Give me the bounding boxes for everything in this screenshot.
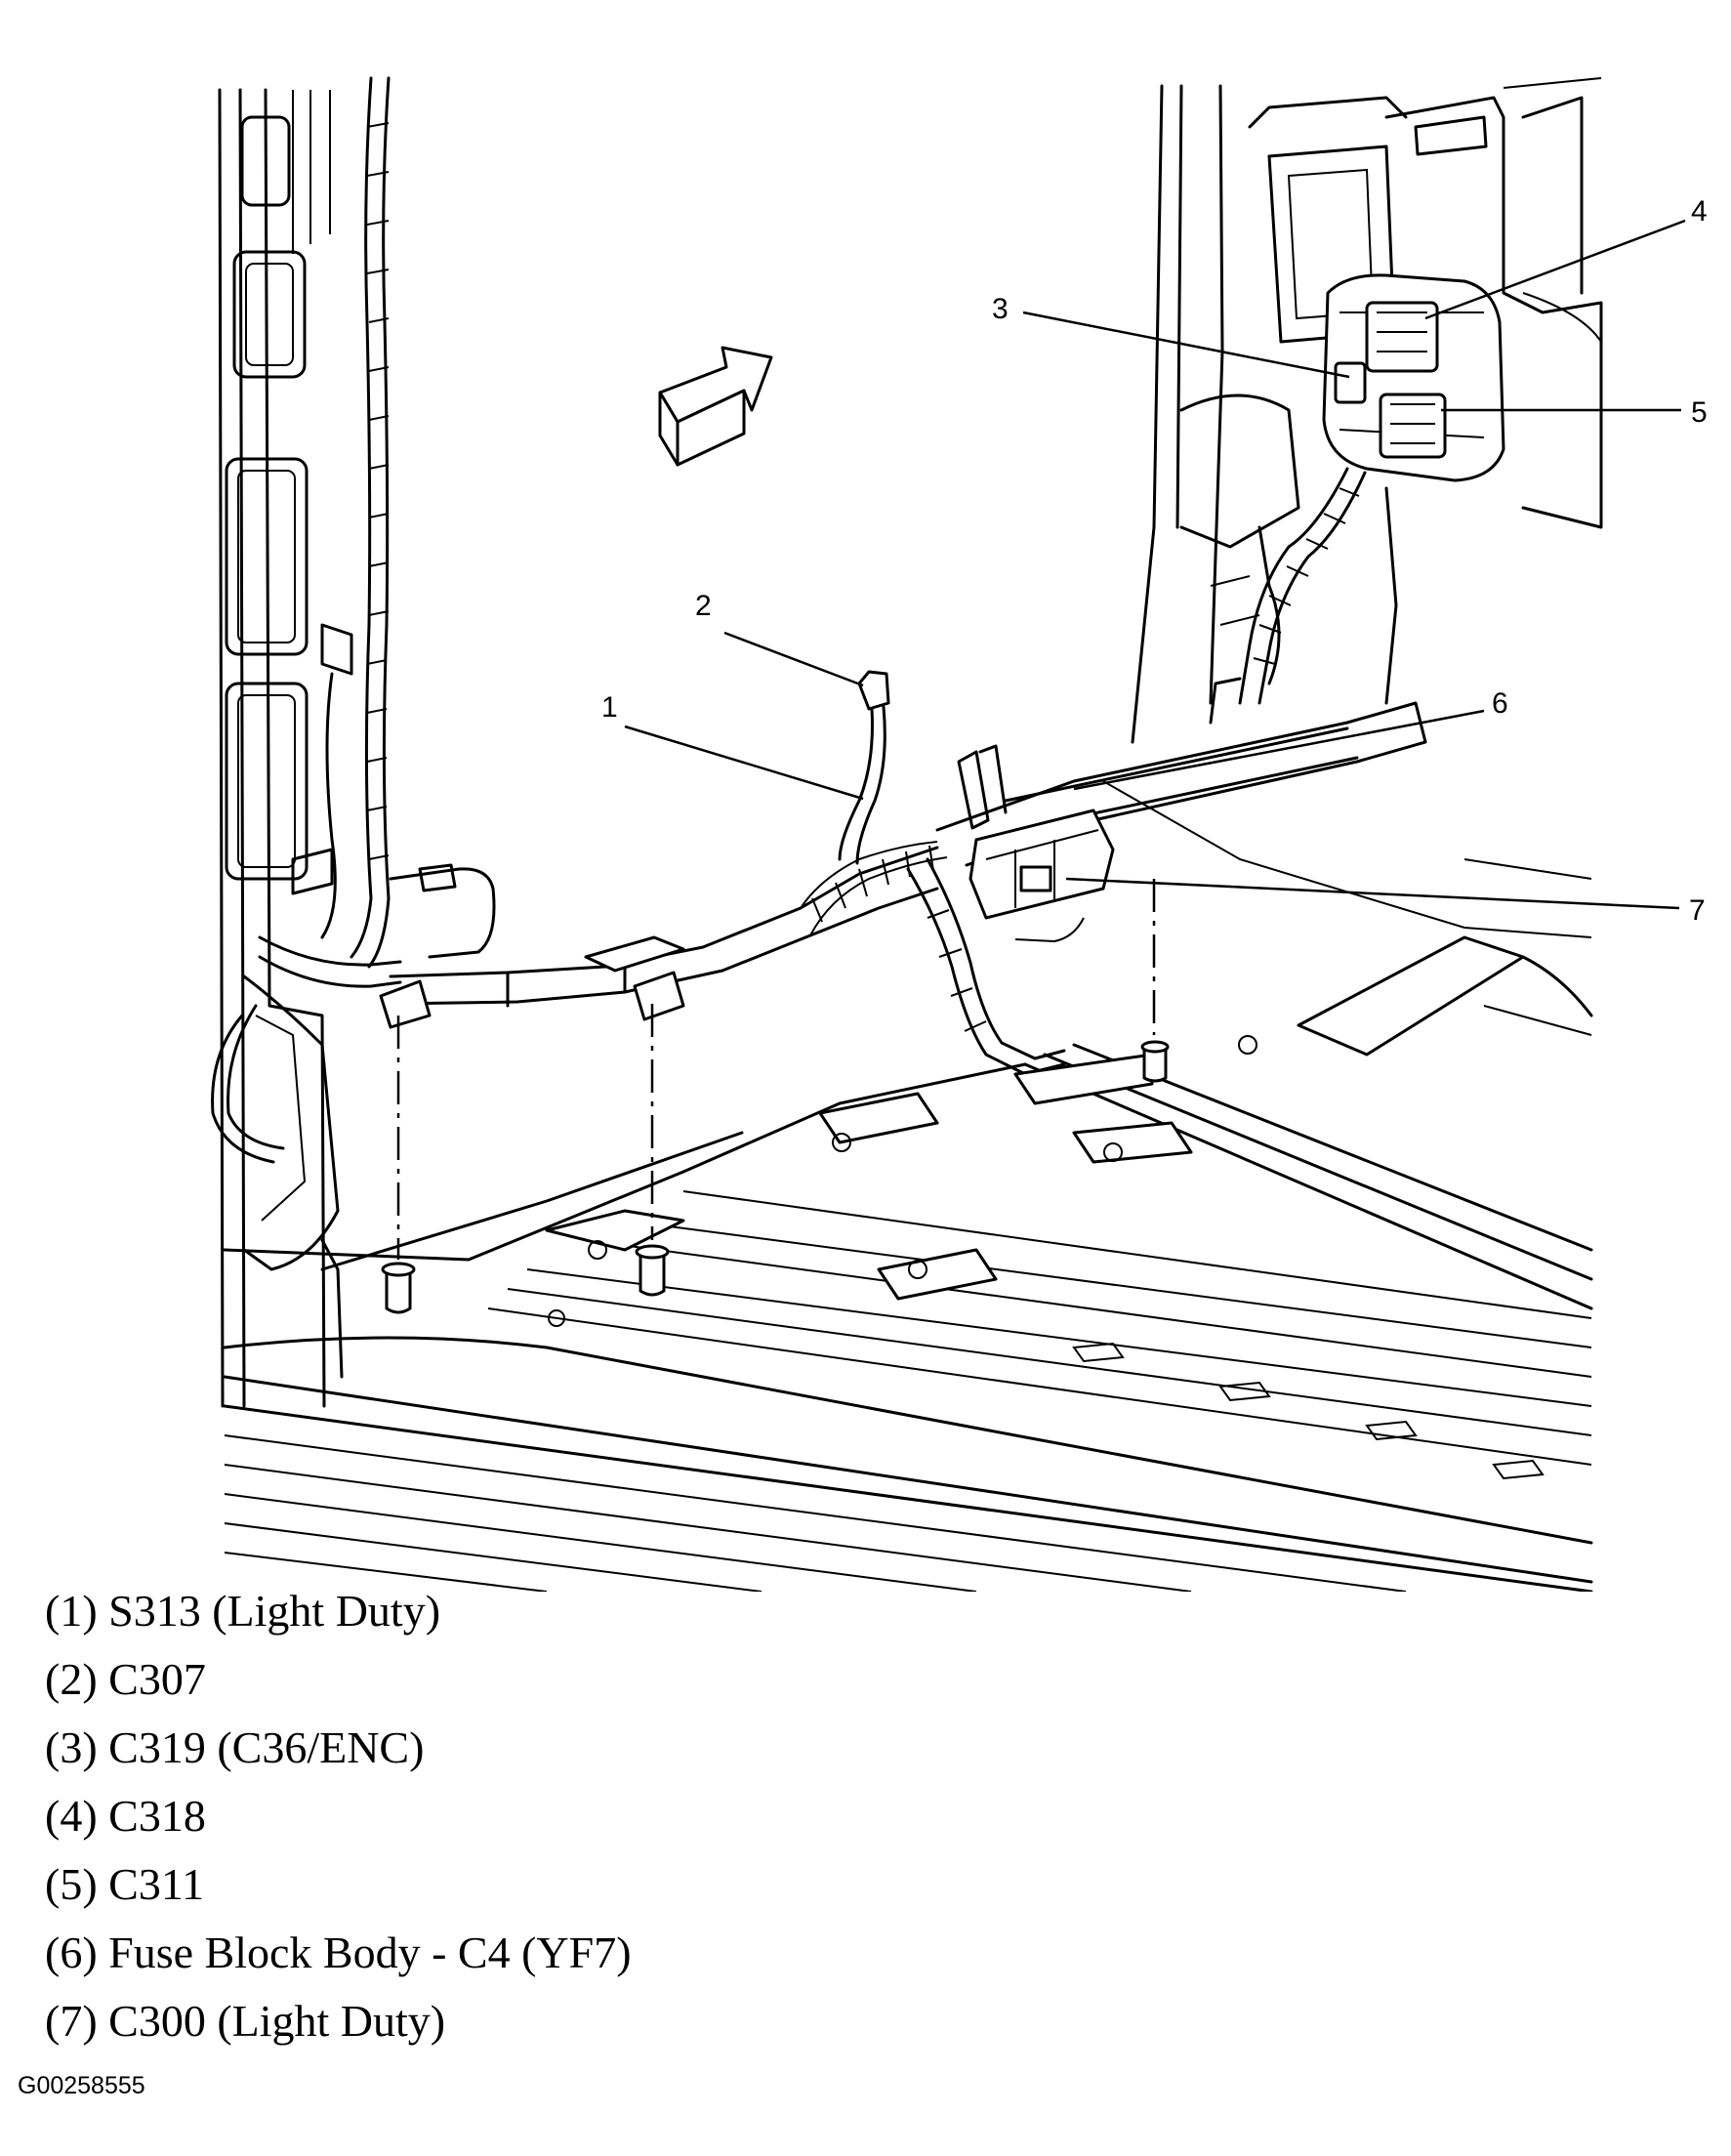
callout-5: 5 <box>1691 396 1708 429</box>
connector-c307 <box>857 670 890 711</box>
legend-item: (1) S313 (Light Duty) <box>45 1586 441 1636</box>
legend-item: (2) C307 <box>45 1654 206 1704</box>
legend-item: (3) C319 (C36/ENC) <box>45 1722 425 1772</box>
left-vertical-harness <box>211 76 496 1164</box>
connector-c318 <box>1365 301 1439 373</box>
wiring-harness-illustration: 1 2 3 4 5 6 7 <box>211 76 1708 1592</box>
forward-direction-arrow-icon <box>658 346 773 467</box>
connector-cluster <box>1238 273 1505 705</box>
callout-6: 6 <box>1492 687 1508 720</box>
floor-pan <box>223 780 1593 1592</box>
callout-7: 7 <box>1689 894 1706 927</box>
callout-3: 3 <box>992 293 1009 325</box>
callout-leaders <box>624 219 1686 910</box>
legend-item: (7) C300 (Light Duty) <box>45 1996 446 2046</box>
callout-labels: 1 2 3 4 5 6 7 <box>601 195 1708 927</box>
callout-2: 2 <box>695 590 712 622</box>
legend-item: (6) Fuse Block Body - C4 (YF7) <box>45 1928 632 1977</box>
callout-1: 1 <box>601 691 618 724</box>
left-body-pillar <box>218 88 344 1408</box>
harness-fasteners <box>381 879 1170 1314</box>
callout-4: 4 <box>1691 195 1708 228</box>
floor-harness-run <box>379 841 948 1029</box>
connector-c300 <box>1019 865 1052 892</box>
push-pin-fastener <box>385 1267 412 1314</box>
push-pin-fastener <box>1142 1045 1168 1083</box>
component-legend: (1) S313 (Light Duty) (2) C307 (3) C319 … <box>45 1577 632 2055</box>
legend-item: (4) C318 <box>45 1791 206 1841</box>
connector-c319 <box>1334 361 1367 404</box>
fuse-block-body <box>969 808 1115 920</box>
figure-id: G00258555 <box>18 2072 145 2099</box>
fuse-block-area <box>838 670 1427 943</box>
rear-descending-harness <box>906 857 1066 1076</box>
legend-item: (5) C311 <box>45 1859 205 1909</box>
connector-c311 <box>1379 393 1447 459</box>
push-pin-fastener <box>639 1250 666 1297</box>
